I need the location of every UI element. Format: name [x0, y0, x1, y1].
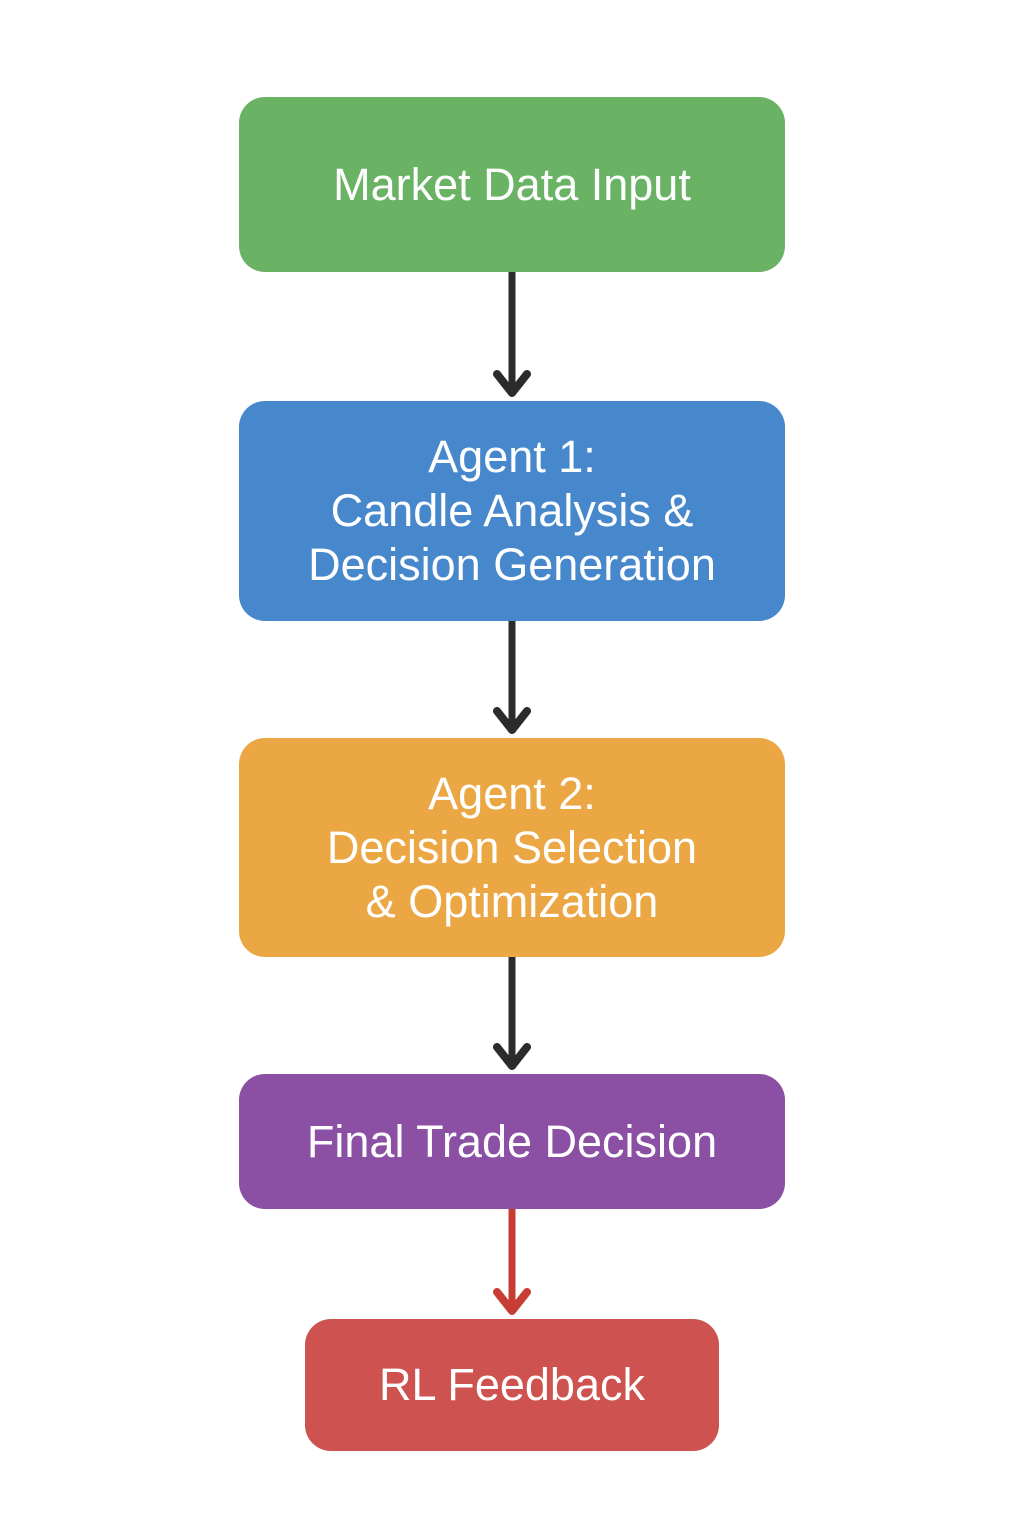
node-label: Final Trade Decision — [306, 1115, 718, 1167]
node-label: RL Feedback — [379, 1359, 645, 1410]
node-agent-1: Agent 1: Candle Analysis & Decision Gene… — [239, 401, 785, 621]
arrow-agent2-to-final — [493, 957, 531, 1070]
node-rl-feedback: RL Feedback — [305, 1319, 719, 1451]
node-market-data-input: Market Data Input — [239, 97, 785, 272]
node-label: Agent 2: Decision Selection & Optimizati… — [326, 767, 698, 927]
node-label: Market Data Input — [333, 158, 691, 210]
node-agent-2: Agent 2: Decision Selection & Optimizati… — [239, 738, 785, 957]
arrow-agent1-to-agent2 — [493, 621, 531, 734]
node-final-trade-decision: Final Trade Decision — [239, 1074, 785, 1209]
arrow-final-to-rl-feedback — [493, 1209, 531, 1315]
arrow-market-to-agent1 — [493, 272, 531, 397]
node-label: Agent 1: Candle Analysis & Decision Gene… — [308, 431, 716, 590]
